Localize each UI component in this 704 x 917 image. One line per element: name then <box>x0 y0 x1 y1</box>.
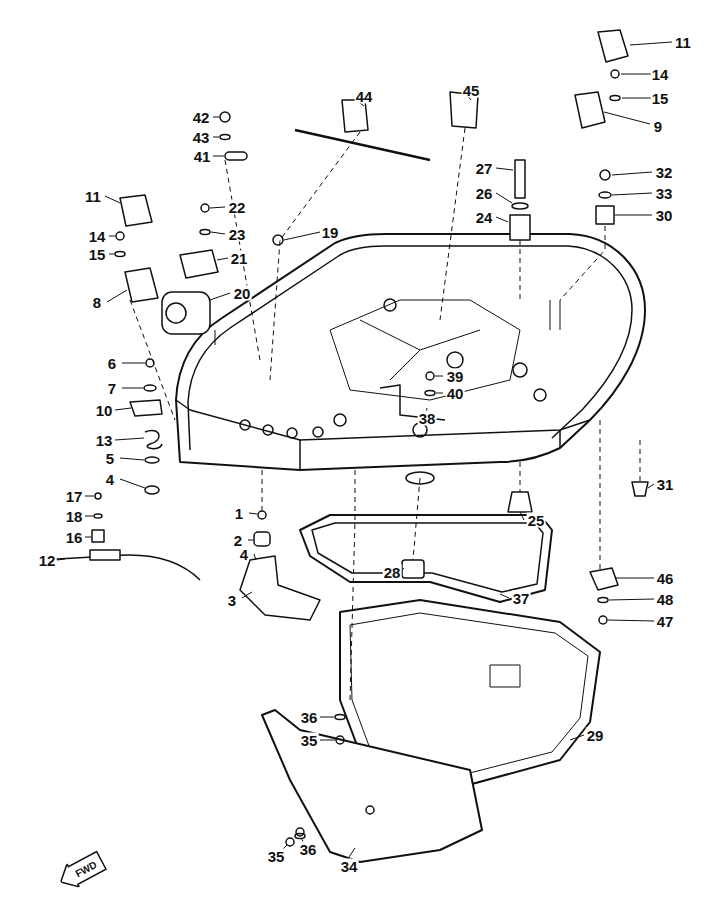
callout-number: 25 <box>527 513 546 528</box>
callout-number: 18 <box>65 509 84 524</box>
callout-number: 19 <box>321 225 340 240</box>
callout-number: 36 <box>300 710 319 725</box>
callout-number: 33 <box>655 186 674 201</box>
callout-number: 41 <box>193 149 212 164</box>
callout-number: 1 <box>234 506 244 521</box>
callout-number: 30 <box>655 208 674 223</box>
callout-number: 23 <box>228 227 247 242</box>
callout-number: 4 <box>239 547 249 562</box>
callout-number: 13 <box>95 433 114 448</box>
callout-number: 43 <box>192 130 211 145</box>
callout-number: 36 <box>299 842 318 857</box>
callout-number: 40 <box>446 386 465 401</box>
callout-number: 24 <box>475 210 494 225</box>
callout-number: 29 <box>586 728 605 743</box>
callout-number: 42 <box>192 110 211 125</box>
callout-number: 46 <box>656 571 675 586</box>
callout-number: 15 <box>651 91 670 106</box>
callout-number: 12 <box>38 553 57 568</box>
callout-number: 37 <box>512 591 531 606</box>
callout-number: 8 <box>92 295 102 310</box>
callout-number: 28 <box>383 565 402 580</box>
callout-number: 6 <box>107 356 117 371</box>
callout-number: 7 <box>107 381 117 396</box>
callout-number: 27 <box>475 161 494 176</box>
callout-number: 22 <box>228 200 247 215</box>
callout-number: 10 <box>95 403 114 418</box>
callout-number: 45 <box>462 83 481 98</box>
forward-arrow: FWD <box>55 848 109 893</box>
callout-number: 38 <box>418 411 437 426</box>
callout-number: 9 <box>653 119 663 134</box>
callout-number: 11 <box>84 189 102 204</box>
callout-number: 2 <box>233 533 243 548</box>
callout-number: 31 <box>656 477 675 492</box>
callout-number: 15 <box>88 247 107 262</box>
callout-number: 3 <box>227 593 237 608</box>
callout-number: 20 <box>233 286 252 301</box>
callout-number: 14 <box>88 229 107 244</box>
callout-number: 32 <box>655 165 674 180</box>
callout-number: 47 <box>656 614 675 629</box>
arrow-shape <box>55 849 108 894</box>
callout-number: 48 <box>656 592 675 607</box>
callout-number: 26 <box>475 186 494 201</box>
callout-number: 34 <box>340 859 359 874</box>
callout-number: 5 <box>105 451 115 466</box>
callout-number: 16 <box>65 530 84 545</box>
callout-number: 11 <box>674 35 692 50</box>
callout-number: 4 <box>105 472 115 487</box>
callout-number: 44 <box>355 89 374 104</box>
callout-number: 35 <box>300 733 319 748</box>
callout-number: 39 <box>446 369 465 384</box>
callout-number: 21 <box>230 251 249 266</box>
callout-number: 14 <box>651 67 670 82</box>
callout-number: 35 <box>267 849 286 864</box>
callout-number: 17 <box>65 489 84 504</box>
